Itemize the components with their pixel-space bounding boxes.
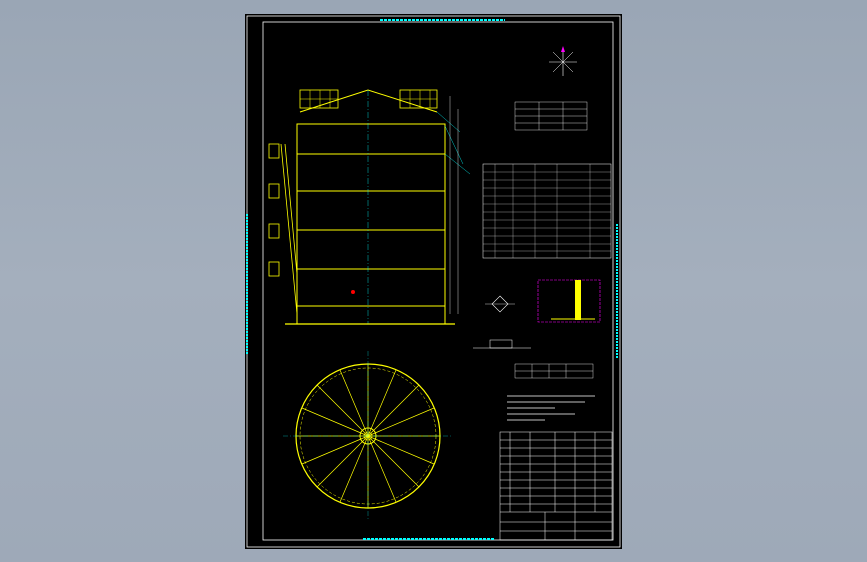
north-arrow-icon bbox=[549, 46, 577, 76]
section-mark-icon bbox=[351, 290, 355, 294]
silo-plan bbox=[283, 351, 453, 521]
drawing-canvas[interactable] bbox=[245, 14, 622, 549]
detail-views bbox=[473, 279, 601, 349]
general-notes bbox=[507, 395, 595, 421]
schedule-table bbox=[482, 163, 612, 259]
silo-elevation bbox=[268, 89, 471, 325]
spec-table-small bbox=[514, 101, 588, 131]
quantity-table bbox=[514, 363, 594, 379]
inner-frame bbox=[262, 21, 614, 541]
title-block bbox=[499, 431, 613, 541]
drawing-sheet[interactable] bbox=[245, 14, 622, 549]
